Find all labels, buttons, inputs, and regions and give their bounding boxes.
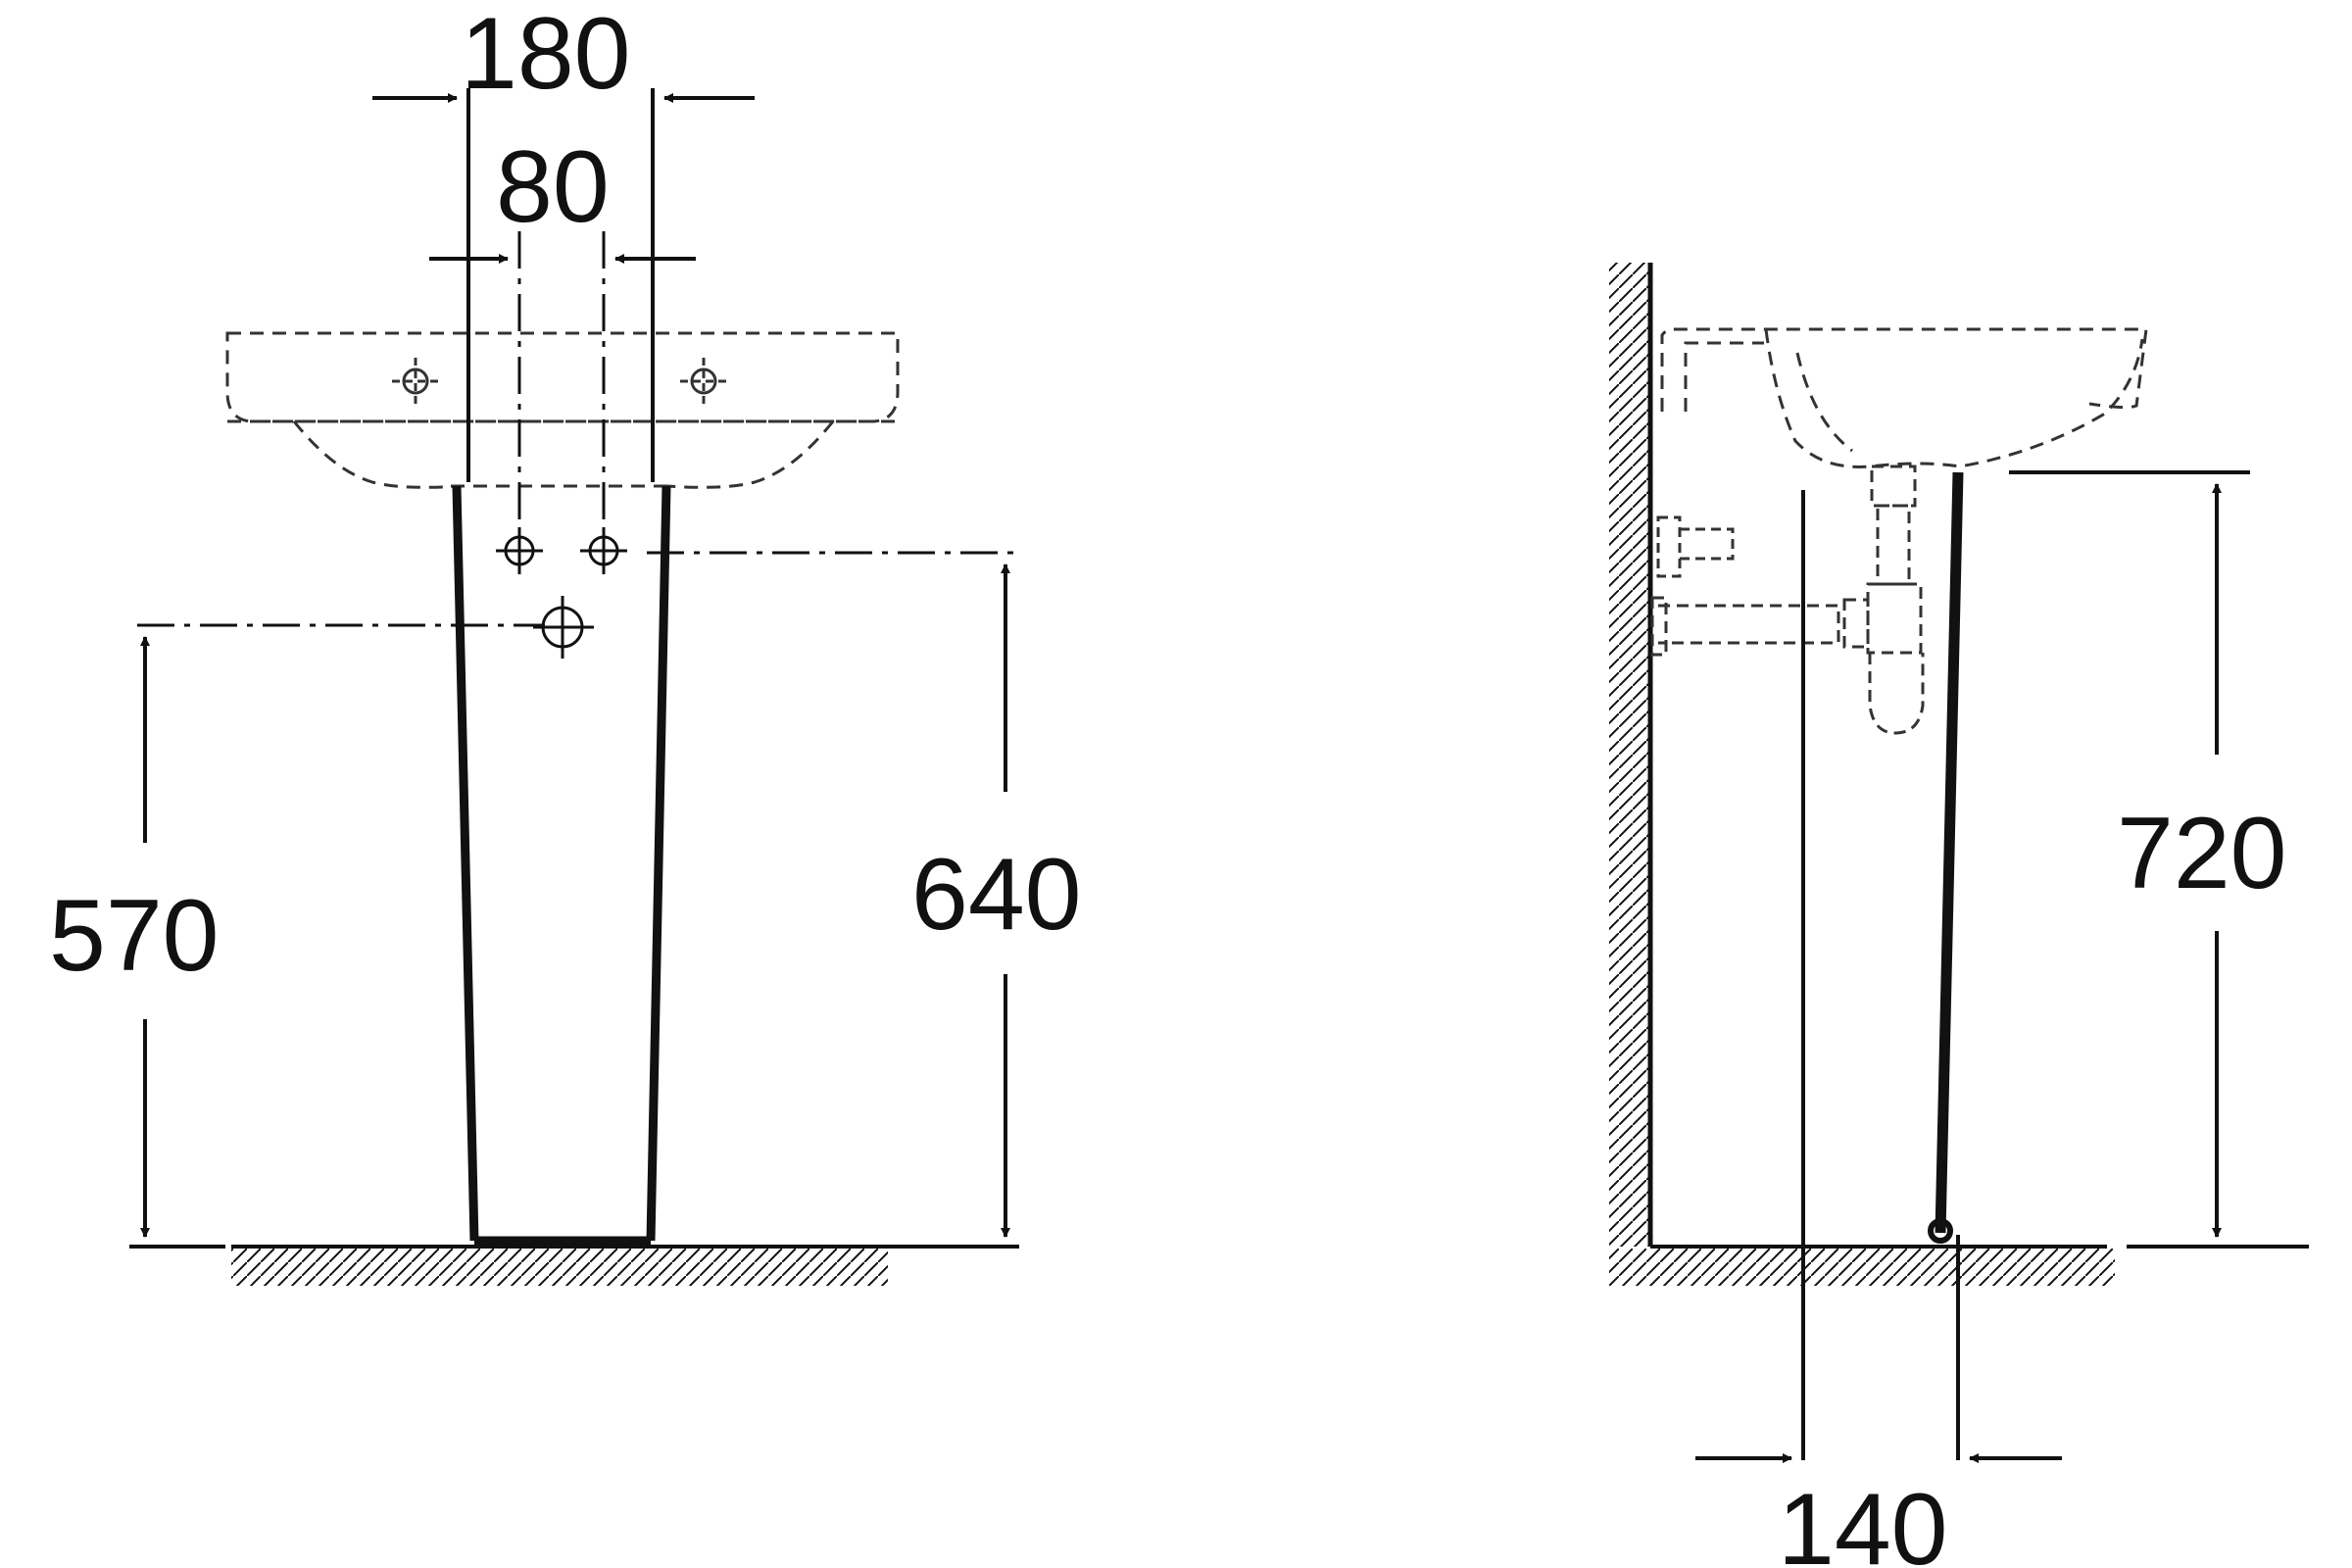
extension-lines-180 <box>466 88 655 482</box>
waste-outlet-icon <box>533 596 594 659</box>
basin-front-dashed <box>225 331 900 489</box>
front-view: 180 80 570 <box>49 0 1082 1286</box>
floor-front <box>129 1245 1019 1286</box>
supply-connection-left-icon <box>496 527 543 574</box>
pedestal-front <box>452 485 671 1246</box>
dimension-180-label: 180 <box>461 0 631 111</box>
dimension-720-label: 720 <box>2117 797 2287 910</box>
dimension-140-label: 140 <box>1778 1473 1948 1568</box>
basin-side-dashed <box>1660 327 2148 468</box>
siphon-dashed <box>1842 465 1925 735</box>
dimension-80-label: 80 <box>496 130 610 244</box>
supply-connection-right-icon <box>580 527 627 574</box>
supply-centerlines-80 <box>517 231 606 549</box>
wall-waste-connection <box>1650 596 1840 657</box>
wall-supply-connection <box>1656 515 1735 578</box>
pedestal-side <box>1928 471 1964 1244</box>
wall-side <box>1609 263 1653 1247</box>
dimension-640-label: 640 <box>911 838 1082 952</box>
tap-hole-right-icon <box>680 358 727 405</box>
dimension-570-label: 570 <box>49 879 220 993</box>
tap-hole-left-icon <box>392 358 439 405</box>
floor-side <box>1609 1245 2309 1286</box>
side-view: 720 140 <box>1609 263 2309 1568</box>
